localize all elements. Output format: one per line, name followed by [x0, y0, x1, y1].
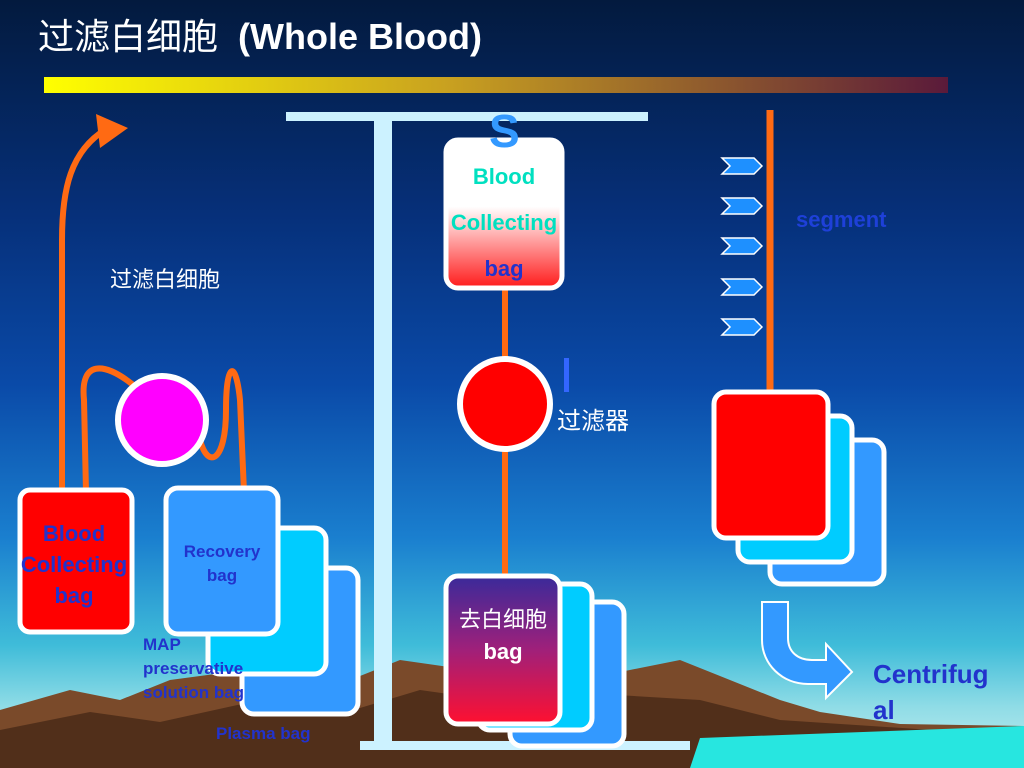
centrifugal-line-2: al — [873, 695, 895, 725]
collecting-bag-left-line-1: Blood — [42, 521, 106, 546]
stand-letter: S — [489, 105, 520, 157]
map-label-line-2: preservative — [143, 659, 244, 678]
segment-chevrons — [720, 157, 764, 336]
map-solution-label: MAP preservative solution bag — [143, 633, 244, 705]
chevron-icon — [720, 278, 764, 296]
curved-arrow-icon — [761, 601, 854, 701]
collecting-bag-middle-line-3: bag — [484, 256, 524, 281]
sea-right — [690, 726, 1024, 768]
chevron-icon — [720, 197, 764, 215]
collecting-bag-left — [17, 487, 135, 635]
collecting-bag-middle-line-1: Blood — [472, 164, 536, 189]
slide-title: 过滤白细胞 (Whole Blood) — [38, 8, 482, 60]
middle-filter-label: 过滤器 — [557, 408, 629, 435]
collecting-bag-middle-line-2: Collecting — [450, 210, 558, 235]
leukoreduced-bag — [443, 573, 563, 727]
centrifugal-label: Centrifug al — [873, 656, 989, 728]
collecting-bag-left-label: Blood Collecting bag — [10, 518, 138, 611]
filter-marker-tick — [564, 358, 569, 392]
segment-label: segment — [796, 207, 887, 232]
recovery-bag-line-1: Recovery — [183, 542, 261, 561]
chevron-icon — [720, 157, 764, 175]
left-filter-label: 过滤白细胞 — [110, 267, 221, 292]
slide-title-en: (Whole Blood) — [238, 16, 482, 57]
recovery-bag-label: Recovery bag — [166, 540, 278, 588]
collecting-bag-left-line-2: Collecting — [20, 552, 128, 577]
collecting-bag-left-line-3: bag — [54, 583, 94, 608]
arrow-tube — [59, 125, 111, 495]
stand-pole — [374, 118, 392, 746]
leukoreduced-bag-line-1: 去白细胞 — [458, 607, 547, 632]
leukocyte-filter-circle — [115, 373, 209, 467]
map-label-line-1: MAP — [143, 635, 181, 654]
collecting-bag-middle — [443, 137, 565, 291]
centrifugal-line-1: Centrifug — [873, 659, 989, 689]
stand-top-bar — [286, 112, 648, 121]
slide-title-cn: 过滤白细胞 — [38, 16, 219, 57]
chevron-icon — [720, 237, 764, 255]
map-label-line-3: solution bag — [143, 683, 245, 702]
leukoreduced-bag-line-2: bag — [483, 639, 523, 664]
right-bag-front — [711, 389, 831, 541]
plasma-bag-label: Plasma bag — [216, 724, 311, 743]
tube-bag-to-filter — [80, 365, 135, 495]
collecting-bag-middle-label: Blood Collecting bag — [436, 154, 572, 292]
recovery-bag — [163, 485, 281, 637]
leukoreduced-bag-label: 去白细胞 bag — [446, 604, 560, 668]
title-divider-bar — [44, 77, 948, 93]
recovery-bag-line-2: bag — [206, 566, 238, 585]
chevron-icon — [720, 318, 764, 336]
arrow-head-icon — [96, 114, 128, 148]
filter-circle-middle — [457, 356, 553, 452]
tube-filter-to-recovery — [197, 368, 247, 495]
